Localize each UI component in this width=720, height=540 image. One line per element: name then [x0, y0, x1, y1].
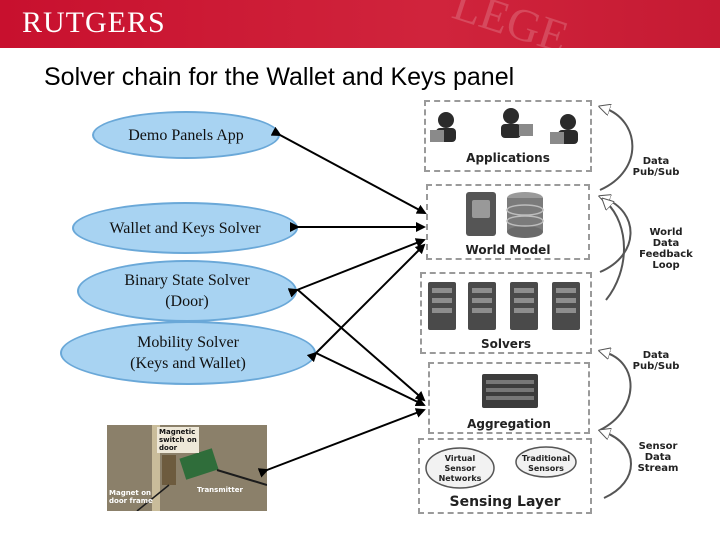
user-icon: [430, 112, 456, 142]
connector-arrow: [306, 243, 426, 363]
feedback-loop-arrow: [600, 198, 632, 273]
solvers-layer: Solvers: [420, 272, 592, 354]
world-model-layer: World Model: [426, 184, 590, 260]
data-pub-sub-top-label: Data Pub/Sub: [632, 156, 680, 178]
photo-label-transmitter: Transmitter: [197, 486, 243, 494]
aggregation-layer: Aggregation: [428, 362, 590, 434]
photo-label-magnet-on-frame: Magnet on door frame: [109, 489, 153, 505]
user-icons: [430, 108, 578, 144]
user-icon: [501, 108, 533, 138]
connector-arrow: [257, 408, 426, 478]
world-model-label: World Model: [465, 243, 551, 257]
virtual-sensor-networks-label: Virtual Sensor Networks: [438, 454, 482, 483]
server-rack-icon: [468, 282, 496, 330]
feedback-loop-arrow: [606, 202, 625, 301]
server-tower-icon: [466, 192, 496, 236]
binary-state-solver-ellipse: Binary State Solver (Door): [77, 260, 297, 322]
cloud-icon: [515, 446, 577, 478]
slide-title: Solver chain for the Wallet and Keys pan…: [44, 63, 515, 91]
world-model-icons: [466, 192, 544, 238]
server-rack-icon: [552, 282, 580, 330]
header-banner: LEGE RUTGERS: [0, 0, 720, 63]
sensing-layer-label: Sensing Layer: [449, 494, 561, 510]
feedback-loop-arrow: [600, 108, 634, 191]
feedback-loop-arrow: [604, 432, 632, 499]
applications-label: Applications: [466, 151, 550, 165]
sensing-layer: Virtual Sensor Networks Traditional Sens…: [418, 438, 592, 514]
data-pub-sub-bottom-label: Data Pub/Sub: [632, 350, 680, 372]
mobility-solver-ellipse: Mobility Solver (Keys and Wallet): [60, 321, 316, 385]
server-rack-icon: [510, 282, 538, 330]
user-icon: [550, 114, 578, 144]
solvers-label: Solvers: [480, 337, 532, 351]
connector-arrow: [315, 352, 426, 407]
rutgers-logo: RUTGERS: [22, 6, 166, 39]
sensor-data-stream-label: Sensor Data Stream: [637, 441, 679, 474]
feedback-loop-arrow: [600, 352, 632, 431]
sensing-clouds: [425, 446, 577, 489]
aggregation-label: Aggregation: [467, 417, 551, 431]
photo-label-magnetic-switch: Magnetic switch on door: [157, 427, 199, 453]
server-icon: [482, 374, 538, 408]
traditional-sensors-label: Traditional Sensors: [521, 454, 571, 473]
solver-server-icons: [428, 282, 580, 330]
connector-arrow: [270, 126, 427, 214]
door-sensor-photo: Magnetic switch on door Magnet on door f…: [107, 425, 267, 511]
database-icon: [506, 192, 544, 238]
applications-layer: Applications: [424, 100, 592, 172]
aggregation-server-icon: [482, 374, 538, 408]
world-data-feedback-label: World Data Feedback Loop: [639, 227, 693, 271]
server-rack-icon: [428, 282, 456, 330]
connector-arrow: [297, 289, 426, 402]
cloud-icon: [425, 447, 495, 489]
